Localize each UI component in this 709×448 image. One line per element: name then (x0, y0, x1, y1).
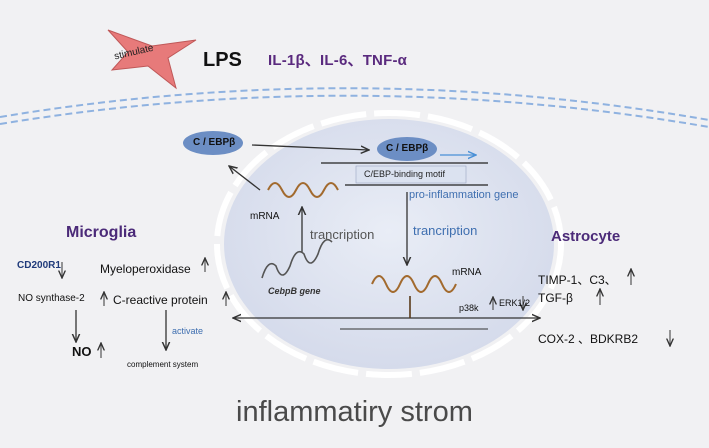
arrow-mrna-to-protein (229, 166, 261, 191)
nuclear-envelope (214, 110, 564, 378)
arrow-cebpb-to-nucleus (251, 144, 369, 150)
cebpb-protein-left (183, 131, 243, 155)
cebpb-protein-right (377, 137, 437, 161)
nucleus (224, 119, 554, 369)
binding-motif-box (355, 165, 467, 184)
cebpb-gene-label: CebpB gene (268, 286, 321, 296)
lps-label: LPS (203, 49, 242, 71)
tgf-beta-label: TGF-β (538, 291, 573, 305)
astrocyte-title: Astrocyte (551, 228, 621, 245)
transcription-blue-label: trancription (413, 223, 478, 238)
no-label: NO (72, 344, 92, 359)
p38k-label: p38k (459, 303, 479, 313)
timp-c3-label: TIMP-1、C3、 (538, 273, 617, 287)
gene-coil (261, 238, 333, 279)
mrna-left-label: mRNA (250, 211, 280, 222)
cell-membrane-outer (0, 87, 709, 121)
myeloperoxidase-label: Myeloperoxidase (100, 262, 191, 276)
inflammatory-storm-label: inflammatiry strom (236, 396, 473, 428)
star-icon (107, 29, 197, 90)
cebpb-right-label: C / EBPβ (386, 143, 429, 154)
cytokines-label: IL-1β、IL-6、TNF-α (268, 52, 408, 69)
no-synthase-label: NO synthase-2 (18, 293, 85, 304)
cox2-bdkrb2-label: COX-2 、BDKRB2 (538, 332, 639, 346)
mrna-right-label: mRNA (452, 267, 482, 278)
cebpb-left-label: C / EBPβ (193, 137, 236, 148)
pro-inflammation-gene-label: pro-inflammation gene (409, 189, 519, 201)
activate-label: activate (172, 326, 204, 336)
transcription-gray-label: trancription (310, 227, 375, 242)
complement-system-label: complement system (127, 360, 199, 369)
microglia-title: Microglia (66, 224, 137, 241)
mrna-wave-right (371, 275, 457, 293)
cell-membrane-inner (0, 94, 709, 128)
cd200r1-label: CD200R1 (17, 260, 61, 271)
c-reactive-protein-label: C-reactive protein (113, 293, 208, 307)
mrna-wave-left (267, 182, 339, 198)
binding-motif-label: C/EBP-binding motif (364, 169, 446, 179)
erk12-label: ERK1/2 (499, 298, 531, 308)
